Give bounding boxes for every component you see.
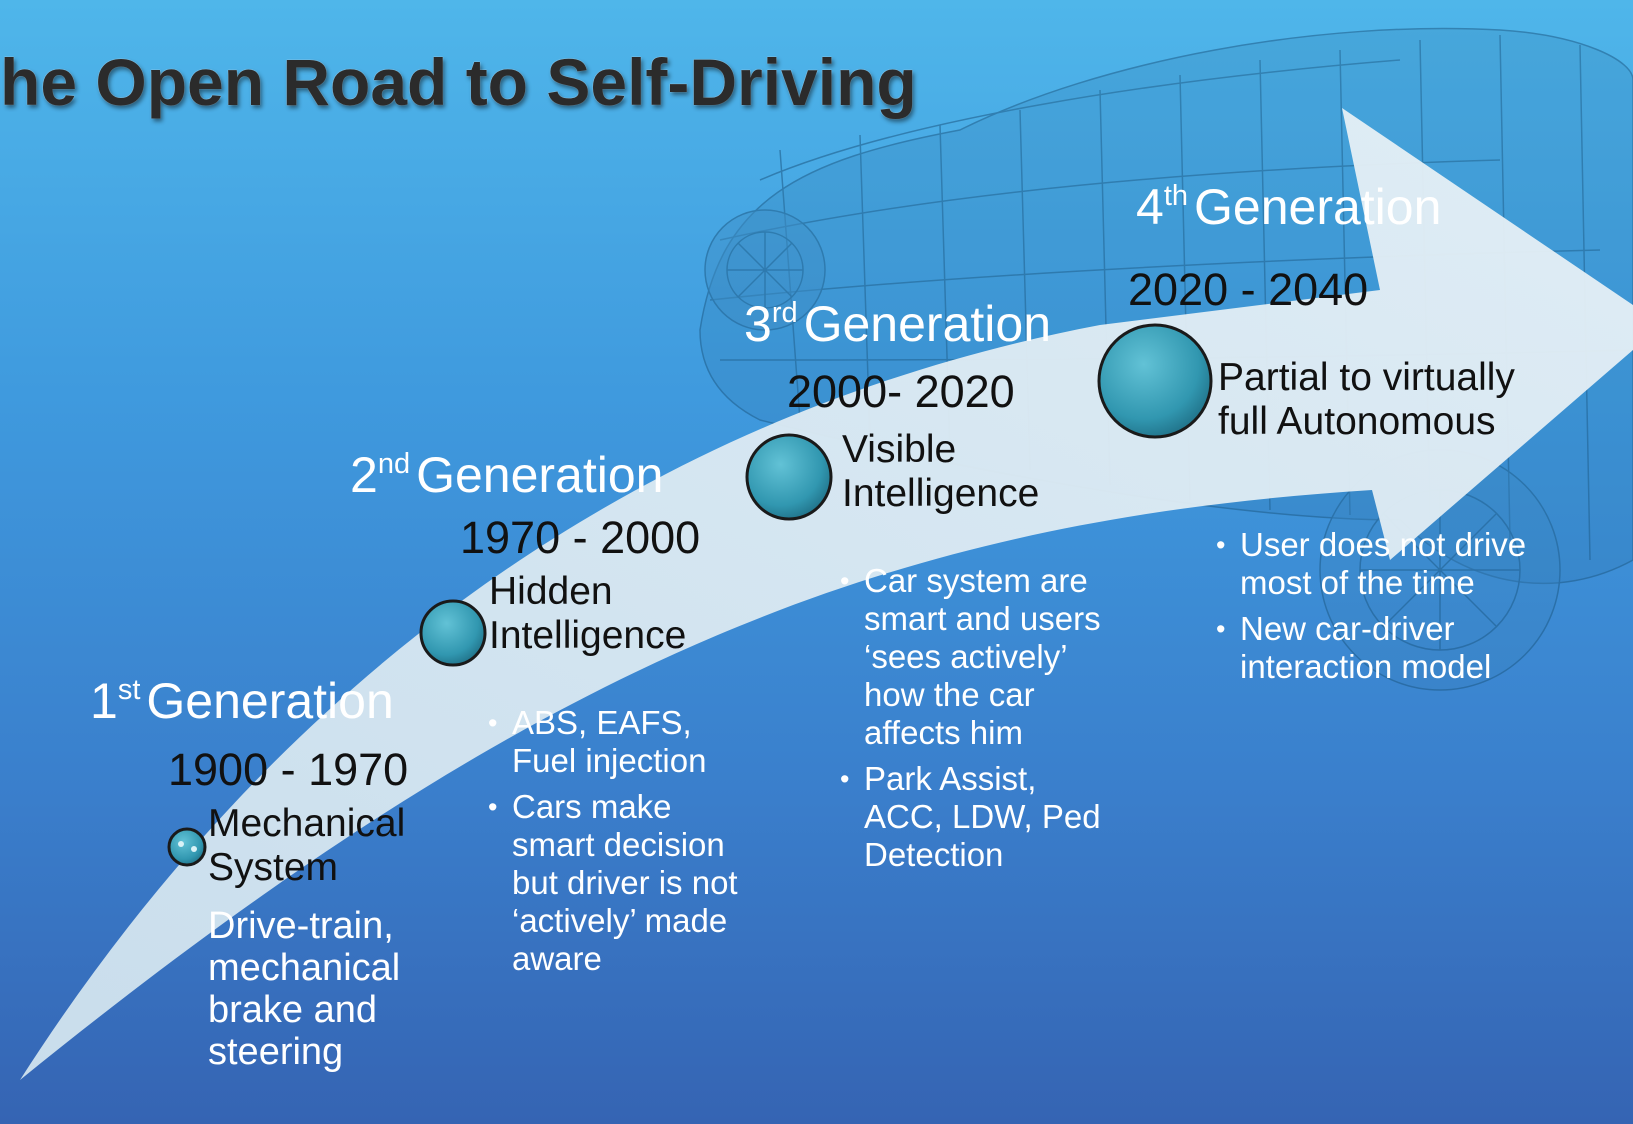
gen-1-details: Drive-train, mechanical brake and steeri… <box>208 905 401 1073</box>
slide-title: he Open Road to Self-Driving <box>0 45 917 119</box>
bullet-item: ABS, EAFS,Fuel injection <box>488 704 778 780</box>
gen-1-label: Mechanical System <box>208 802 406 889</box>
gen-2-bullets: ABS, EAFS,Fuel injection Cars makesmart … <box>488 704 778 986</box>
timeline-arrow <box>20 108 1633 1080</box>
gen-4-label: Partial to virtually full Autonomous <box>1218 356 1515 443</box>
gen-4-years: 2020 - 2040 <box>1128 264 1369 315</box>
node-gen-4 <box>1097 323 1213 439</box>
gen-3-years: 2000- 2020 <box>787 366 1015 417</box>
node-gen-2 <box>419 599 487 667</box>
gen-1-years: 1900 - 1970 <box>168 744 409 795</box>
gen-2-years: 1970 - 2000 <box>460 512 701 563</box>
gen-2-label: Hidden Intelligence <box>489 570 687 657</box>
timeline-nodes <box>167 323 1213 867</box>
node-gen-1 <box>167 827 207 867</box>
gen-3-label: Visible Intelligence <box>842 428 1040 515</box>
node-gen-3 <box>745 433 833 521</box>
